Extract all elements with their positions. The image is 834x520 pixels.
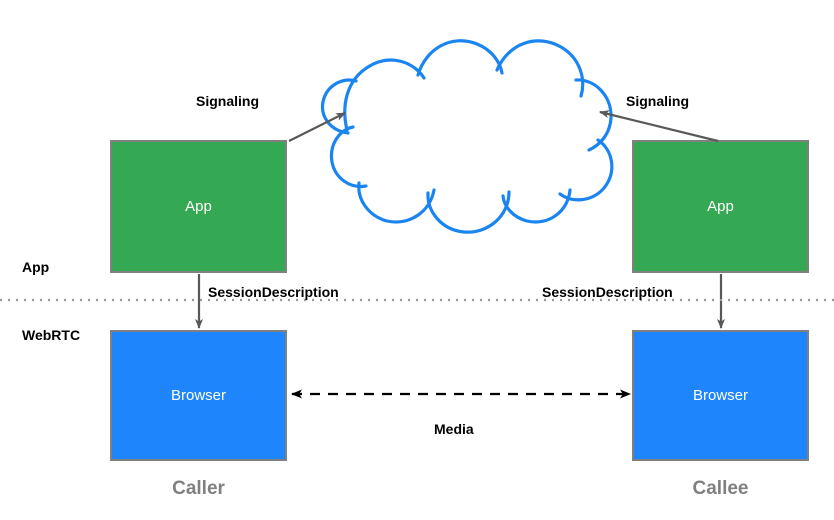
layer-label-app: App — [22, 259, 50, 275]
app-box-caller: App — [110, 140, 287, 273]
app-box-caller-label: App — [185, 198, 212, 215]
sessiondescription-label-callee: SessionDescription — [542, 284, 673, 300]
role-label-caller: Caller — [172, 478, 225, 499]
layer-label-webrtc: WebRTC — [22, 327, 81, 343]
media-label: Media — [434, 421, 474, 437]
role-label-callee: Callee — [692, 478, 749, 499]
signaling-label-caller: Signaling — [196, 93, 259, 109]
signaling-arrow-callee — [599, 110, 719, 143]
signaling-label-callee: Signaling — [626, 93, 689, 109]
cloud-shape — [320, 39, 614, 234]
browser-box-caller-label: Browser — [170, 387, 226, 404]
app-box-callee: App — [632, 140, 809, 273]
browser-box-caller: Browser — [110, 330, 287, 461]
sessiondescription-label-caller: SessionDescription — [208, 284, 339, 300]
signaling-arrow-caller — [288, 112, 346, 142]
app-box-callee-label: App — [707, 198, 734, 215]
browser-box-callee-label: Browser — [692, 387, 748, 404]
browser-box-callee: Browser — [632, 330, 809, 461]
